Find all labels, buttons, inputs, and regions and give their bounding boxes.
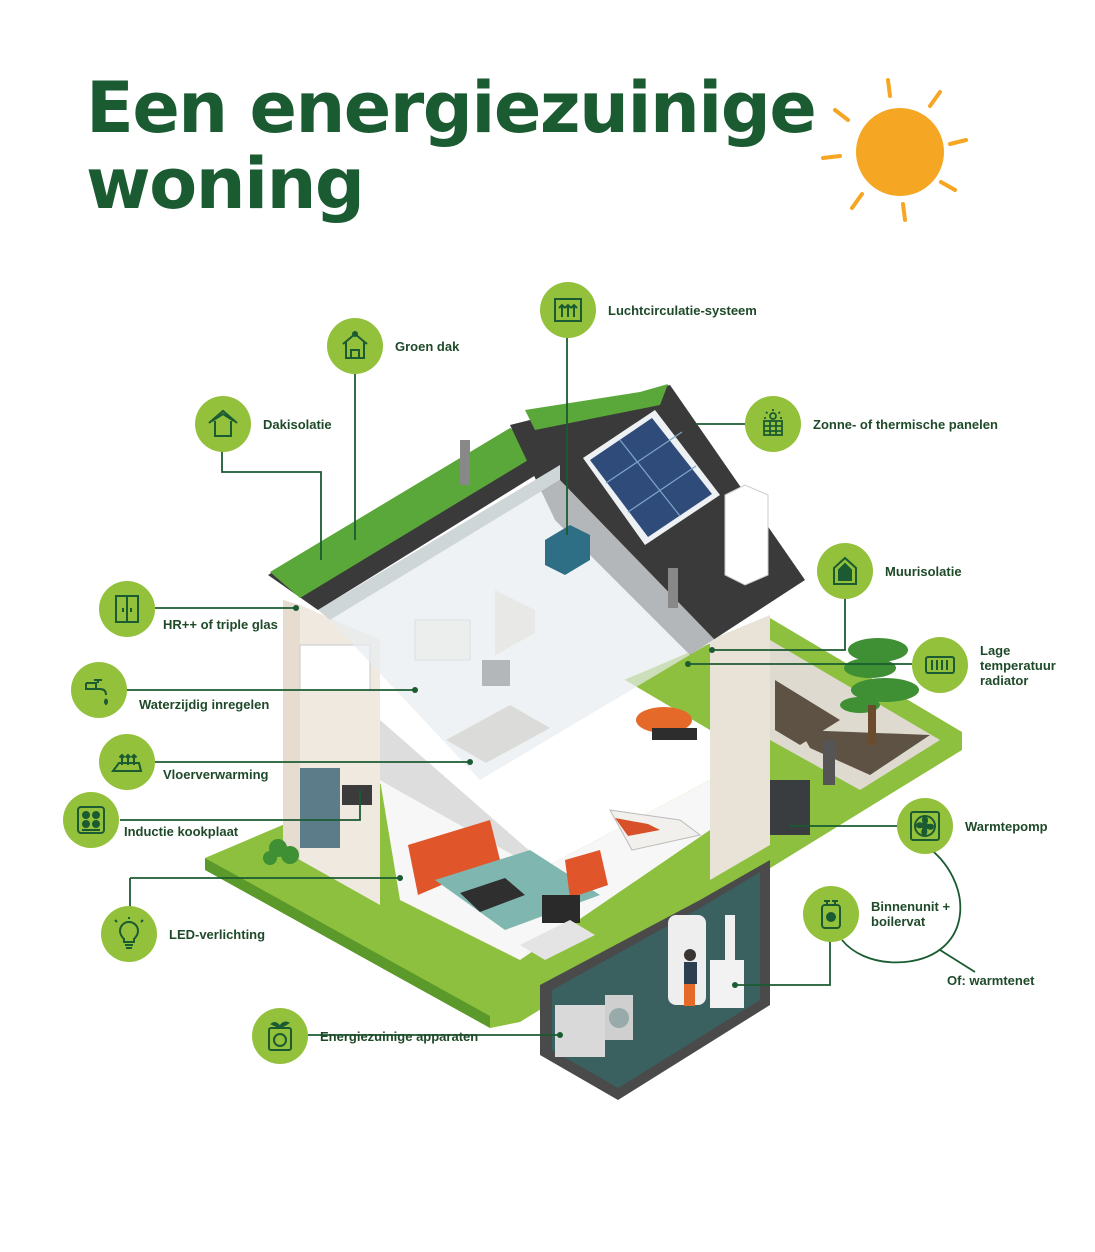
- callout-label-warmtenet: Of: warmtenet: [947, 973, 1035, 988]
- label-line-1: Lage: [980, 642, 1011, 658]
- page-title: Een energiezuinige woning: [86, 67, 817, 225]
- washing-machine-icon: [252, 1008, 308, 1064]
- fan-icon: [897, 798, 953, 854]
- callout-label-waterzijdig: Waterzijdig inregelen: [139, 697, 270, 712]
- callout-label: Binnenunit + boilervat: [871, 899, 950, 929]
- label-line-2: boilervat: [871, 914, 926, 929]
- callout-led: LED-verlichting: [101, 906, 265, 962]
- roof-insulation-icon: [195, 396, 251, 452]
- window-icon: [99, 581, 155, 637]
- callout-inductie: [63, 792, 119, 848]
- callout-groen-dak: Groen dak: [327, 318, 459, 374]
- callout-label: Dakisolatie: [263, 416, 332, 432]
- house-leaf-icon: [327, 318, 383, 374]
- callout-waterzijdig: [71, 662, 127, 718]
- callout-hr-glas: [99, 581, 155, 637]
- callout-label: Lage temperatuur radiator: [980, 643, 1056, 688]
- callout-label: Luchtcirculatie-systeem: [608, 302, 757, 318]
- callout-label: Zonne- of thermische panelen: [813, 416, 998, 432]
- boiler-icon: [803, 886, 859, 942]
- label-line-2: temperatuur: [980, 657, 1056, 673]
- label-line-1: Binnenunit +: [871, 899, 951, 914]
- callout-label: Groen dak: [395, 338, 460, 354]
- solar-panel-icon: [745, 396, 801, 452]
- lightbulb-icon: [101, 906, 157, 962]
- callout-dakisolatie: Dakisolatie: [195, 396, 332, 452]
- callout-label: Energiezuinige apparaten: [320, 1028, 479, 1044]
- callout-vloerverwarming: [99, 734, 155, 790]
- callout-warmtepomp: Warmtepomp: [897, 798, 1048, 854]
- callout-apparaten: Energiezuinige apparaten: [252, 1008, 478, 1064]
- callout-label-inductie: Inductie kookplaat: [124, 824, 239, 839]
- callout-label-vloerverwarming: Vloerverwarming: [163, 767, 269, 782]
- induction-hob-icon: [63, 792, 119, 848]
- callout-label: LED-verlichting: [169, 926, 266, 942]
- air-flow-icon: [540, 282, 596, 338]
- radiator-icon: [912, 637, 968, 693]
- callout-muurisolatie: Muurisolatie: [817, 543, 962, 599]
- callout-zonnepanelen: Zonne- of thermische panelen: [745, 396, 998, 452]
- title-line-2: woning: [86, 143, 365, 225]
- wall-insulation-icon: [817, 543, 873, 599]
- sun-icon: [821, 78, 968, 222]
- callout-label: Muurisolatie: [885, 563, 962, 579]
- callout-luchtcirculatie: Luchtcirculatie-systeem: [540, 282, 757, 338]
- callout-radiator: Lage temperatuur radiator: [912, 637, 1056, 693]
- callout-binnenunit: Binnenunit + boilervat: [803, 886, 950, 942]
- label-line-3: radiator: [980, 672, 1029, 688]
- floor-heating-icon: [99, 734, 155, 790]
- faucet-icon: [71, 662, 127, 718]
- callout-label: Warmtepomp: [965, 818, 1048, 834]
- callout-label-hr-glas: HR++ of triple glas: [163, 617, 278, 632]
- title-line-1: Een energiezuinige: [86, 67, 817, 149]
